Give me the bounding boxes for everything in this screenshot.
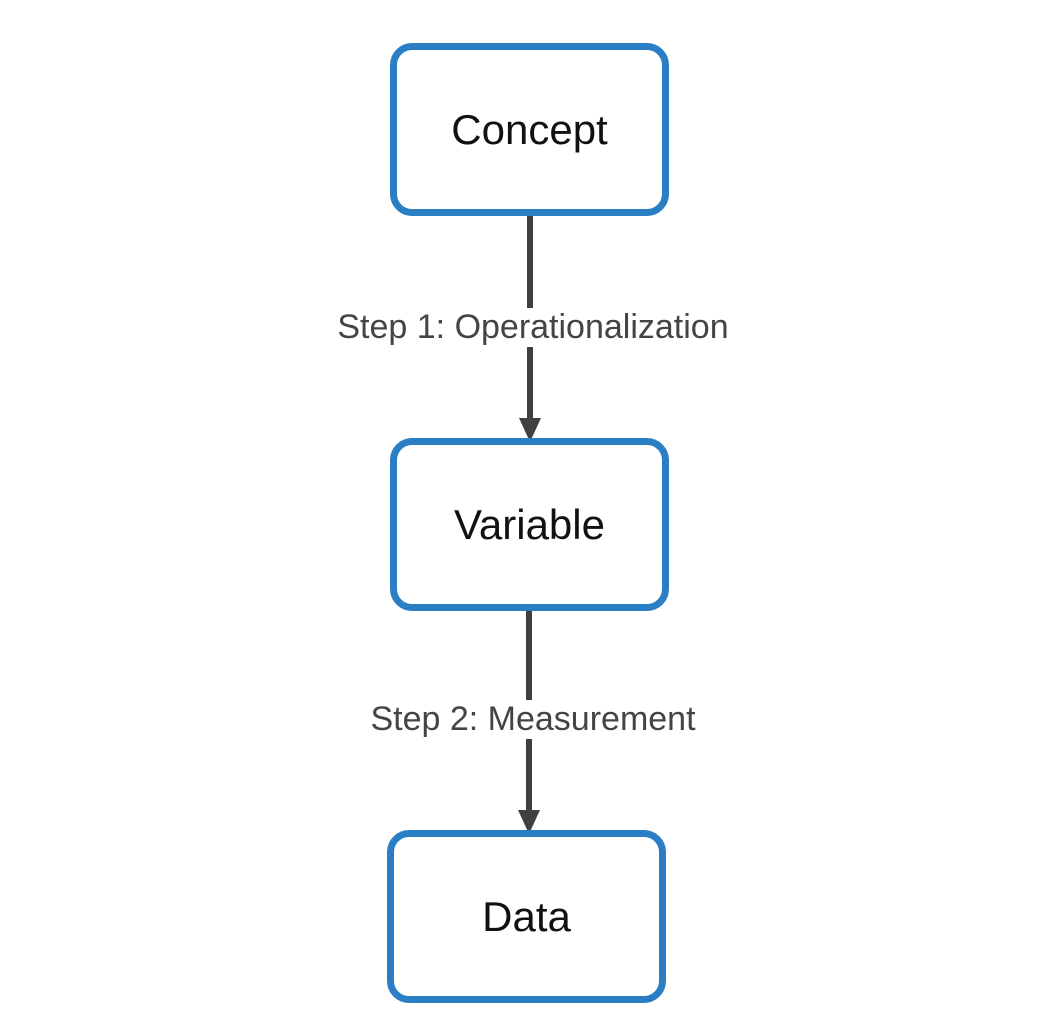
arrowhead-concept-to-variable	[519, 418, 541, 442]
node-data-label: Data	[482, 892, 571, 940]
arrowhead-variable-to-data	[518, 810, 540, 834]
edge-label-operationalization: Step 1: Operationalization	[331, 308, 735, 347]
node-concept: Concept	[390, 43, 669, 216]
node-variable: Variable	[390, 438, 669, 611]
node-concept-label: Concept	[451, 105, 608, 153]
node-data: Data	[387, 830, 666, 1003]
edge-label-measurement: Step 2: Measurement	[364, 700, 702, 739]
node-variable-label: Variable	[454, 500, 605, 548]
